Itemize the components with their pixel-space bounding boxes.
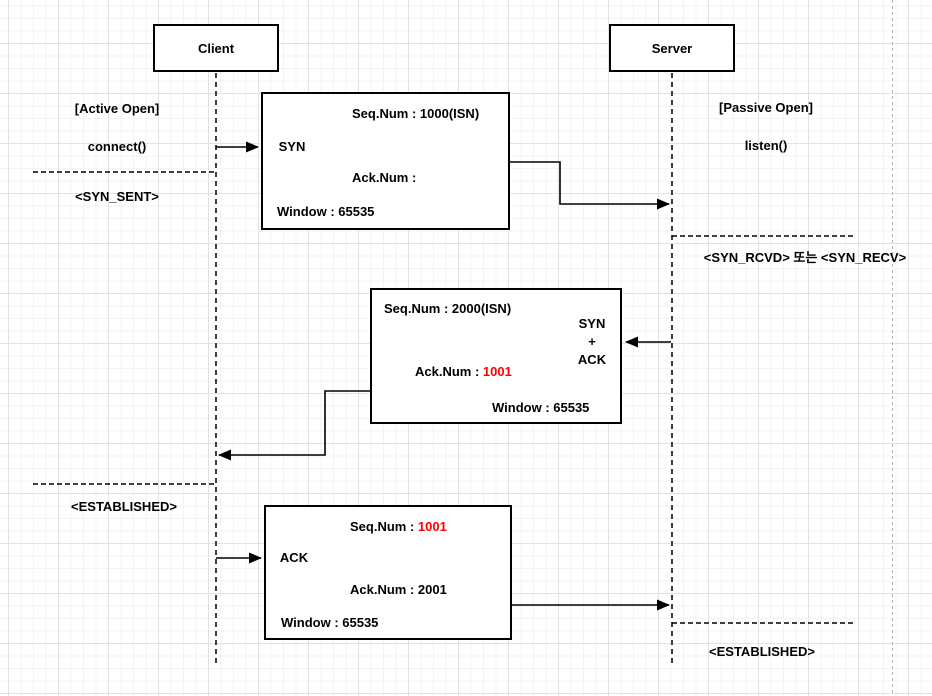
arrow-synack-to-client — [218, 390, 370, 461]
ack-window-size: Window : 65535 — [281, 615, 379, 630]
ack-seq-num-label: Seq.Num : — [350, 519, 418, 534]
actor-server-label: Server — [651, 40, 693, 56]
actor-client-box: Client — [153, 24, 279, 72]
synack-ack-num-label: Ack.Num : — [415, 364, 483, 379]
ack-seq-num: Seq.Num : 1001 — [350, 519, 447, 535]
ack-message-box — [264, 505, 512, 640]
server-listen-call-label: listen() — [744, 138, 788, 153]
synack-flag-line2: + — [588, 334, 596, 349]
synack-ack-num: Ack.Num : 1001 — [415, 364, 512, 380]
actor-server-box: Server — [609, 24, 735, 72]
client-state-established: <ESTABLISHED> — [71, 499, 177, 514]
syn-seq-num: Seq.Num : 1000(ISN) — [352, 106, 480, 121]
syn-window-size: Window : 65535 — [277, 204, 375, 219]
synack-message-box — [370, 288, 622, 424]
synack-ack-num-value: 1001 — [482, 364, 512, 379]
synack-window-size: Window : 65535 — [492, 400, 590, 415]
client-state-syn-sent: <SYN_SENT> — [75, 189, 159, 204]
actor-client-label: Client — [197, 40, 235, 56]
client-connect-call-label: connect() — [87, 139, 147, 154]
syn-flag-label: SYN — [278, 139, 306, 154]
syn-ack-num: Ack.Num : — [352, 170, 417, 185]
syn-message-box — [261, 92, 510, 230]
synack-flag-line3: ACK — [577, 352, 607, 367]
server-state-syn-rcvd: <SYN_RCVD> 또는 <SYN_RECV> — [703, 250, 907, 265]
synack-flag-line1: SYN — [578, 316, 606, 331]
ack-seq-num-value: 1001 — [417, 519, 447, 534]
ack-ack-num: Ack.Num : 2001 — [350, 582, 447, 597]
ack-flag-label: ACK — [279, 550, 309, 565]
server-passive-open-label: [Passive Open] — [719, 100, 813, 115]
synack-flag-label: SYN + ACK — [578, 315, 606, 369]
server-state-established: <ESTABLISHED> — [709, 644, 815, 659]
synack-seq-num: Seq.Num : 2000(ISN) — [384, 301, 512, 316]
arrow-syn-to-server — [510, 161, 670, 210]
client-active-open-label: [Active Open] — [74, 101, 160, 116]
